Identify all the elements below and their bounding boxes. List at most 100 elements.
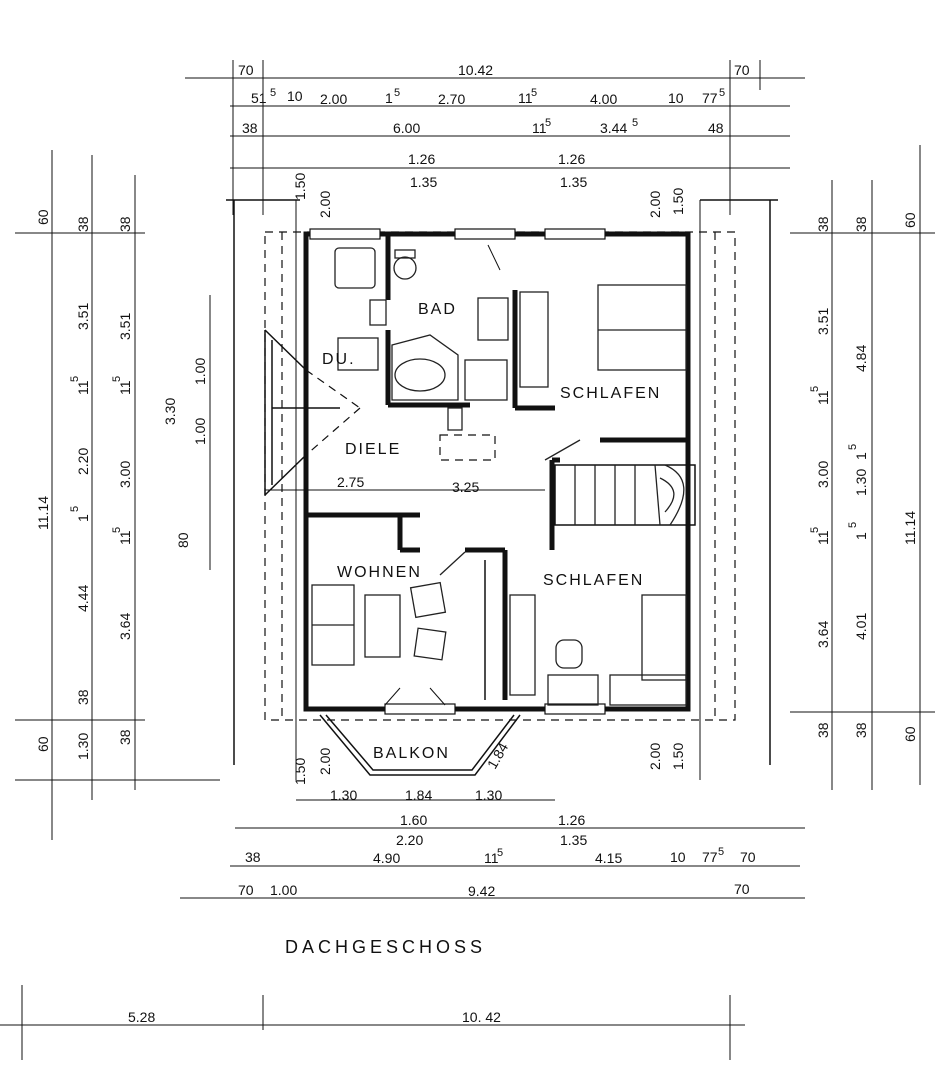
dim-label: 5 <box>847 444 859 450</box>
dim-label: 1.50 <box>292 173 308 200</box>
dim-label: 1.26 <box>558 812 585 828</box>
interior-walls <box>306 234 688 700</box>
dim-label: 10 <box>670 849 686 865</box>
dim-label: 1.60 <box>400 812 427 828</box>
dim-label: 2.00 <box>647 191 663 218</box>
dim-label: 10. 42 <box>462 1009 501 1025</box>
dim-label: 60 <box>902 726 918 742</box>
dim-label: 5 <box>632 117 638 129</box>
dim-label: 48 <box>708 120 724 136</box>
room-label-wohnen: WOHNEN <box>337 564 422 581</box>
dim-label: 3.64 <box>815 621 831 648</box>
dim-label: 11 <box>815 530 831 545</box>
dim-label: 38 <box>117 729 133 745</box>
dim-label: 38 <box>75 216 91 232</box>
dim-label: 1.35 <box>410 174 437 190</box>
dim-label: 11 <box>117 530 133 545</box>
dim-label: 5.28 <box>128 1009 155 1025</box>
dim-label: 5 <box>69 506 81 512</box>
dim-label: 11 <box>75 380 91 395</box>
dim-label: 1.35 <box>560 832 587 848</box>
dim-label: 1.26 <box>558 151 585 167</box>
bedroom-top-furniture <box>519 284 687 388</box>
dim-label: 60 <box>35 209 51 225</box>
dim-label: 11 <box>518 90 533 106</box>
dim-label: 3.30 <box>162 398 178 425</box>
dim-label: 2.20 <box>396 832 423 848</box>
dim-label: 9.42 <box>468 883 495 899</box>
dim-label: 38 <box>242 120 258 136</box>
dim-label: 5 <box>545 117 551 129</box>
room-label-balkon: BALKON <box>373 745 450 762</box>
room-label-diele: DIELE <box>345 441 401 458</box>
dim-label: 70 <box>734 881 750 897</box>
dim-label: 1.35 <box>560 174 587 190</box>
dim-label: 1.30 <box>475 787 502 803</box>
dim-label: 5 <box>531 87 537 99</box>
dim-label: 38 <box>853 722 869 738</box>
dim-label: 1 <box>75 514 91 522</box>
dim-label: 5 <box>809 386 821 392</box>
dim-label: 10 <box>287 88 303 104</box>
dim-label: 3.51 <box>815 308 831 335</box>
dim-label: 1.50 <box>292 758 308 785</box>
dim-label: 1 <box>853 532 869 540</box>
dim-label: 10 <box>668 90 684 106</box>
hall-items <box>439 244 581 461</box>
dim-label: 80 <box>175 532 191 548</box>
room-labels: BAD DU. SCHLAFEN DIELE WOHNEN SCHLAFEN B… <box>322 301 661 762</box>
dim-label: 5 <box>719 87 725 99</box>
dim-label: 1.84 <box>484 740 512 772</box>
dim-label: 70 <box>740 849 756 865</box>
dim-label: 38 <box>245 849 261 865</box>
room-label-schlafen-bottom: SCHLAFEN <box>543 572 644 589</box>
dim-label: 4.90 <box>373 850 400 866</box>
dim-label: 5 <box>111 376 123 382</box>
dim-label: 1.30 <box>330 787 357 803</box>
dim-label: 1.84 <box>405 787 432 803</box>
dim-label: 11 <box>815 390 831 405</box>
dim-label: 4.15 <box>595 850 622 866</box>
dim-label: 5 <box>270 87 276 99</box>
dim-label: 1.30 <box>75 733 91 760</box>
dim-label: 3.00 <box>815 461 831 488</box>
dim-label: 5 <box>497 847 503 859</box>
dim-label: 38 <box>815 722 831 738</box>
dim-top-70-right: 70 <box>734 62 750 78</box>
dim-label: 5 <box>111 527 123 533</box>
dim-label: 5 <box>69 376 81 382</box>
dim-label: 38 <box>815 216 831 232</box>
staircase <box>554 464 696 526</box>
dim-label: 5 <box>718 846 724 858</box>
dim-label: 77 <box>702 90 718 106</box>
dim-label: 77 <box>702 849 718 865</box>
dim-label: 60 <box>35 736 51 752</box>
dim-label: 4.44 <box>75 585 91 612</box>
dim-label: 2.00 <box>317 748 333 775</box>
dim-label: 2.70 <box>438 91 465 107</box>
dim-label: 1.00 <box>270 882 297 898</box>
dim-label: 4.84 <box>853 345 869 372</box>
dim-label: 3.25 <box>452 479 479 495</box>
dormer-left <box>264 329 361 496</box>
dim-label: 1.30 <box>853 469 869 496</box>
dim-label: 4.00 <box>590 91 617 107</box>
dim-top-total: 10.42 <box>458 62 493 78</box>
dimension-text: 70 10.42 70 5 1 5 10 2.00 1 5 2.70 11 5 4… <box>35 62 918 1025</box>
dim-label: 11.14 <box>35 496 51 530</box>
dim-label: 5 <box>809 527 821 533</box>
dim-label: 3.00 <box>117 461 133 488</box>
dim-top-70-left: 70 <box>238 62 254 78</box>
dim-label: 3.64 <box>117 613 133 640</box>
dimension-lines <box>0 60 935 1060</box>
dim-label: 4.01 <box>853 613 869 640</box>
dim-label: 2.75 <box>337 474 364 490</box>
dim-label: 3.44 <box>600 120 627 136</box>
dim-label: 11 <box>117 380 133 395</box>
dim-label: 2.00 <box>317 191 333 218</box>
dim-label: 1.50 <box>670 743 686 770</box>
room-label-schlafen-top: SCHLAFEN <box>560 385 661 402</box>
dim-label: 5 <box>394 87 400 99</box>
dim-label: 11 <box>484 850 499 866</box>
room-label-bad: BAD <box>418 301 457 318</box>
